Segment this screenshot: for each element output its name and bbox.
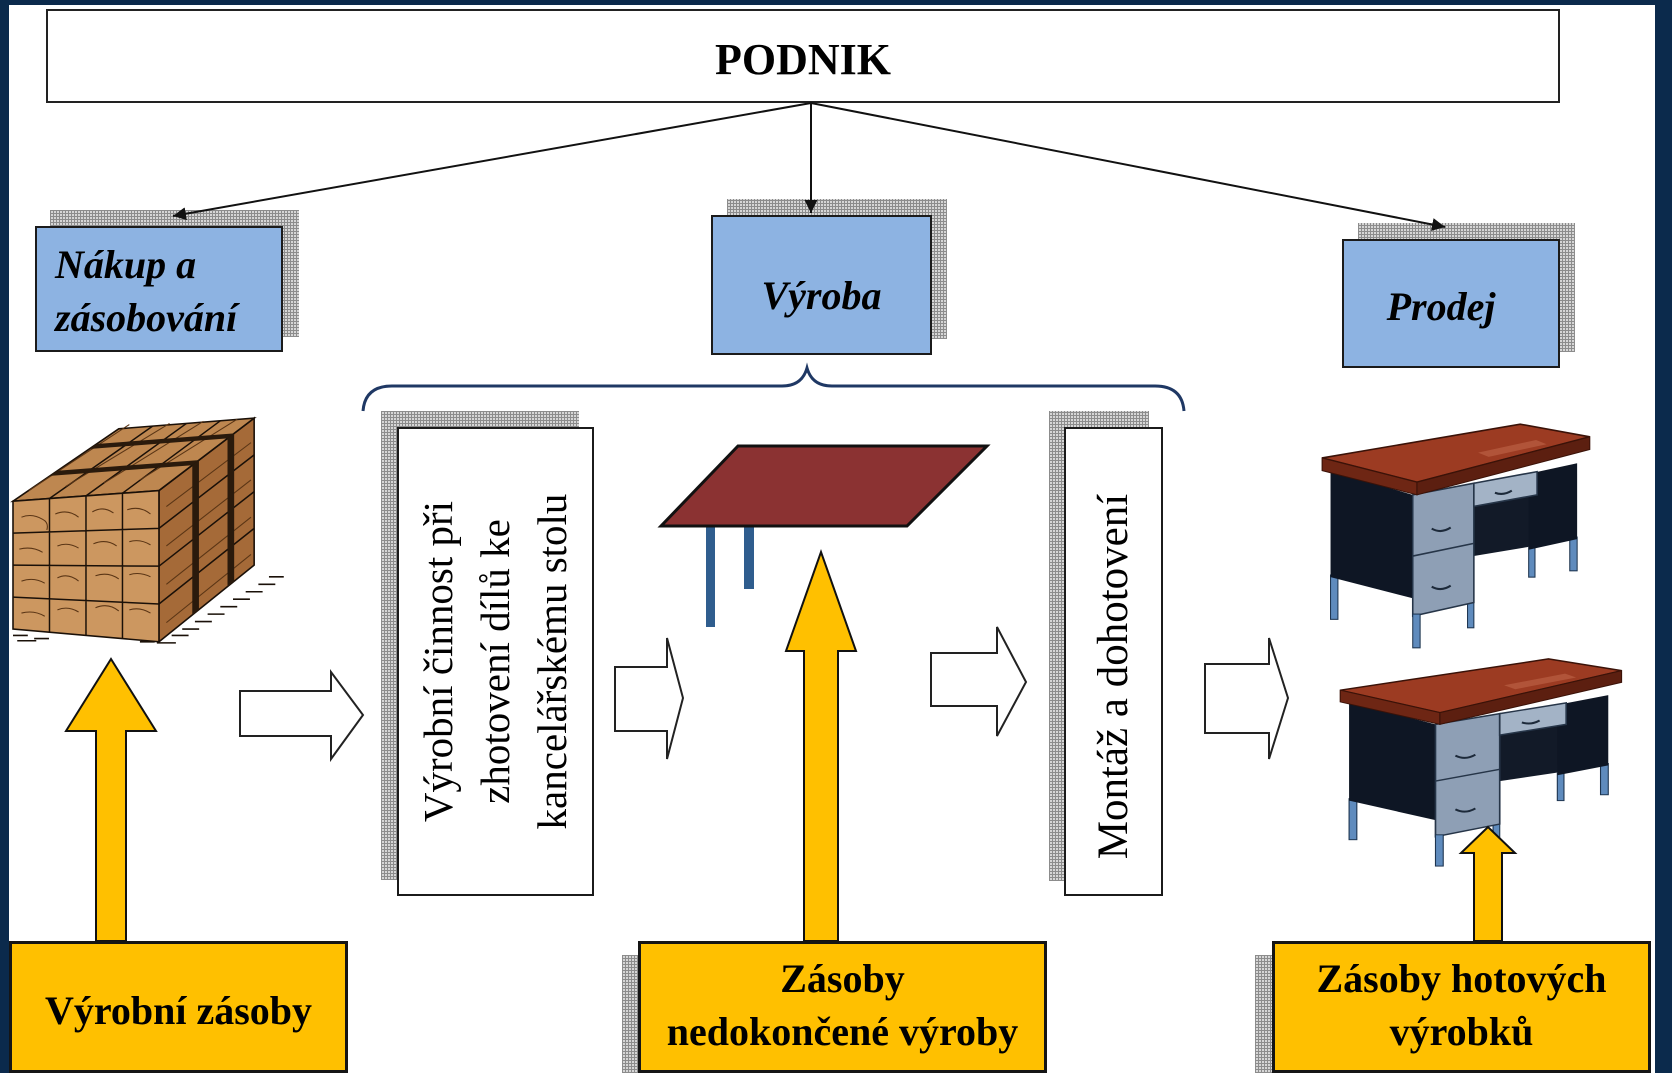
lumber-stack-illustration [10, 416, 284, 644]
wip-inventory-line-1: Zásoby [780, 956, 905, 1001]
company-title: PODNIK [715, 35, 891, 84]
finished-inventory-box: Zásoby hotových výrobků [1272, 941, 1651, 1073]
office-desk-illustration-2 [1339, 657, 1623, 868]
manufacturing-text: Výrobní činnost při zhotovení dílů ke ka… [399, 429, 592, 894]
raw-materials-inventory-label: Výrobní zásoby [44, 988, 313, 1033]
lumber-strap-side-1 [192, 460, 199, 615]
sales-box: Prodej [1342, 239, 1560, 368]
purchasing-box: Nákup a zásobování [35, 226, 283, 352]
manufacturing-line-2: zhotovení dílů ke [472, 519, 518, 804]
lumber-ground-strokes [13, 576, 284, 644]
assembly-box: Montáž a dohotovení [1064, 427, 1163, 896]
office-desk-illustration-1 [1321, 423, 1591, 649]
lumber-strap-side-2 [227, 433, 235, 587]
manufacturing-box: Výrobní činnost při zhotovení dílů ke ka… [397, 427, 594, 896]
production-label: Výroba [761, 273, 882, 318]
wip-inventory-line-2: nedokončené výroby [666, 1009, 1019, 1054]
assembly-label: Montáž a dohotovení [1090, 493, 1137, 860]
lumber-strap-top-2 [89, 433, 235, 450]
lumber-grain [19, 418, 252, 624]
desk-instance-2 [1339, 657, 1623, 868]
finished-inventory-line-2: výrobků [1389, 1009, 1534, 1054]
purchasing-label-line-1: Nákup a [55, 242, 197, 287]
desk-instance-1 [1321, 423, 1591, 649]
purchasing-label-line-2: zásobování [55, 295, 238, 340]
finished-inventory-line-1: Zásoby hotových [1316, 956, 1607, 1001]
manufacturing-line-1: Výrobní činnost při [415, 500, 461, 823]
production-box: Výroba [711, 215, 932, 355]
sales-label: Prodej [1386, 284, 1496, 329]
company-box: PODNIK [46, 9, 1560, 103]
lumber-board-lines [12, 420, 255, 639]
assembly-text: Montáž a dohotovení [1066, 429, 1161, 894]
lumber-strap-top-1 [50, 460, 199, 476]
wip-inventory-box: Zásoby nedokončené výroby [638, 941, 1047, 1073]
manufacturing-line-3: kancelářskému stolu [529, 493, 575, 830]
raw-materials-inventory-box: Výrobní zásoby [9, 941, 348, 1073]
